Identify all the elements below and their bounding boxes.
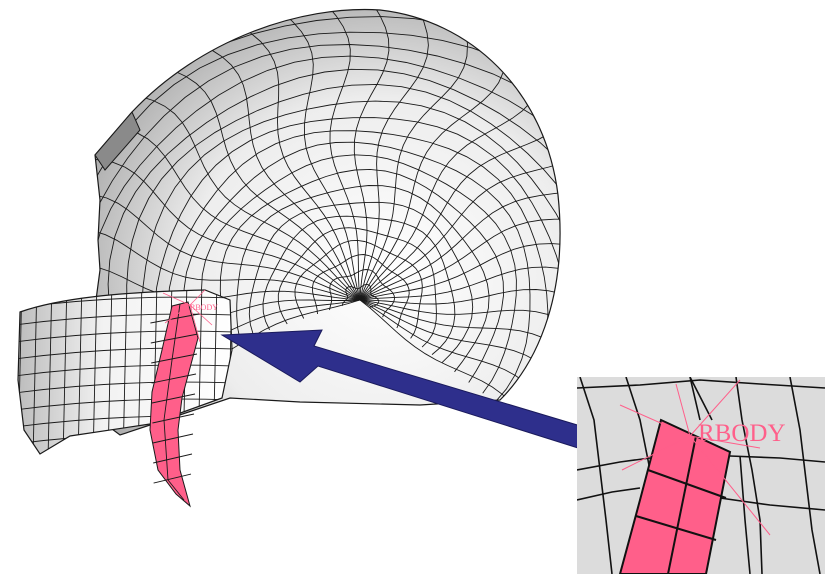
shell-mesh-line: [93, 31, 561, 435]
shell-mesh-line: [93, 228, 361, 301]
brim-mesh-line: [92, 290, 98, 454]
shell-mesh-line: [359, 286, 561, 318]
shell-mesh-line: [131, 56, 361, 301]
brim-mesh-line: [18, 313, 232, 326]
shell-mesh-line: [359, 299, 561, 435]
shell-mesh-line: [201, 154, 517, 394]
rbody-strap-surface: [149, 301, 199, 508]
shell-mesh-line: [93, 16, 561, 435]
shell-mesh-line: [183, 141, 531, 403]
helmet-shell-mesh-grid: [93, 9, 561, 435]
rbody-label-zoom: RBODY: [698, 420, 786, 447]
shell-mesh-line: [213, 9, 361, 301]
shell-mesh-line: [359, 9, 429, 301]
strap-mesh-line: [151, 393, 196, 404]
strap-mesh-line: [163, 303, 185, 501]
rbody-strap: [149, 301, 200, 508]
shell-mesh-line: [359, 84, 561, 301]
shell-mesh-line: [93, 55, 561, 435]
shell-mesh-line: [353, 9, 390, 301]
shell-mesh-line: [359, 241, 561, 301]
brim-mesh-line: [47, 290, 53, 454]
shell-mesh-line: [329, 269, 395, 318]
strap-mesh-line: [150, 333, 199, 344]
brim-mesh-line: [18, 364, 232, 377]
brim-mesh-line: [18, 398, 232, 411]
zoom-inset-mesh: [577, 377, 825, 574]
shell-mesh-line: [294, 239, 423, 339]
shell-mesh-line: [95, 87, 361, 301]
shell-mesh-line: [307, 9, 361, 301]
strap-mesh-line: [151, 373, 197, 384]
shell-mesh-line: [359, 157, 561, 301]
shell-mesh-line: [359, 9, 468, 301]
shell-mesh-line: [167, 130, 549, 411]
shell-mesh-line: [359, 299, 561, 435]
shell-mesh-line: [236, 185, 490, 373]
shell-mesh-line: [359, 299, 561, 389]
rbody-spider-lines: [162, 289, 213, 343]
brim-mesh-line: [107, 290, 113, 454]
brim-mesh-line: [18, 381, 232, 394]
shell-mesh-line: [259, 9, 361, 301]
shell-mesh-line: [359, 119, 561, 301]
strap-mesh-line: [152, 433, 194, 444]
rbody-strap-mesh-grid: [150, 303, 200, 501]
rbody-label-small: RBODY: [190, 303, 218, 312]
pointer-arrow: [220, 329, 585, 449]
shell-mesh-line: [126, 83, 561, 435]
helmet-shell-rim: [94, 111, 141, 171]
zoom-inset: RBODY: [577, 377, 825, 574]
brim-mesh-line: [32, 290, 38, 454]
strap-mesh-line: [151, 353, 198, 364]
shell-mesh-line: [359, 198, 561, 301]
shell-mesh-line: [359, 299, 561, 424]
shell-mesh-line: [359, 299, 561, 354]
zoom-inset-rbody-strip-mesh: [635, 435, 727, 574]
shell-mesh-line: [219, 168, 504, 383]
shell-mesh-line: [311, 254, 410, 329]
brim-mesh-line: [18, 347, 232, 360]
strap-mesh-line: [152, 413, 195, 424]
strap-mesh-line: [153, 473, 192, 484]
shell-mesh-line: [359, 53, 561, 301]
zoom-inset-spider-lines: [619, 379, 771, 536]
brim-mesh-line: [18, 330, 232, 343]
shell-mesh-line: [154, 117, 561, 419]
shell-mesh-line: [262, 215, 456, 355]
shell-mesh-line: [277, 227, 437, 348]
shell-mesh-line: [107, 68, 561, 435]
brim-mesh-line: [77, 290, 83, 454]
strap-mesh-line: [153, 453, 193, 464]
strap-mesh-line: [150, 313, 200, 324]
shell-mesh-line: [93, 193, 361, 301]
shell-mesh-line: [170, 30, 361, 301]
